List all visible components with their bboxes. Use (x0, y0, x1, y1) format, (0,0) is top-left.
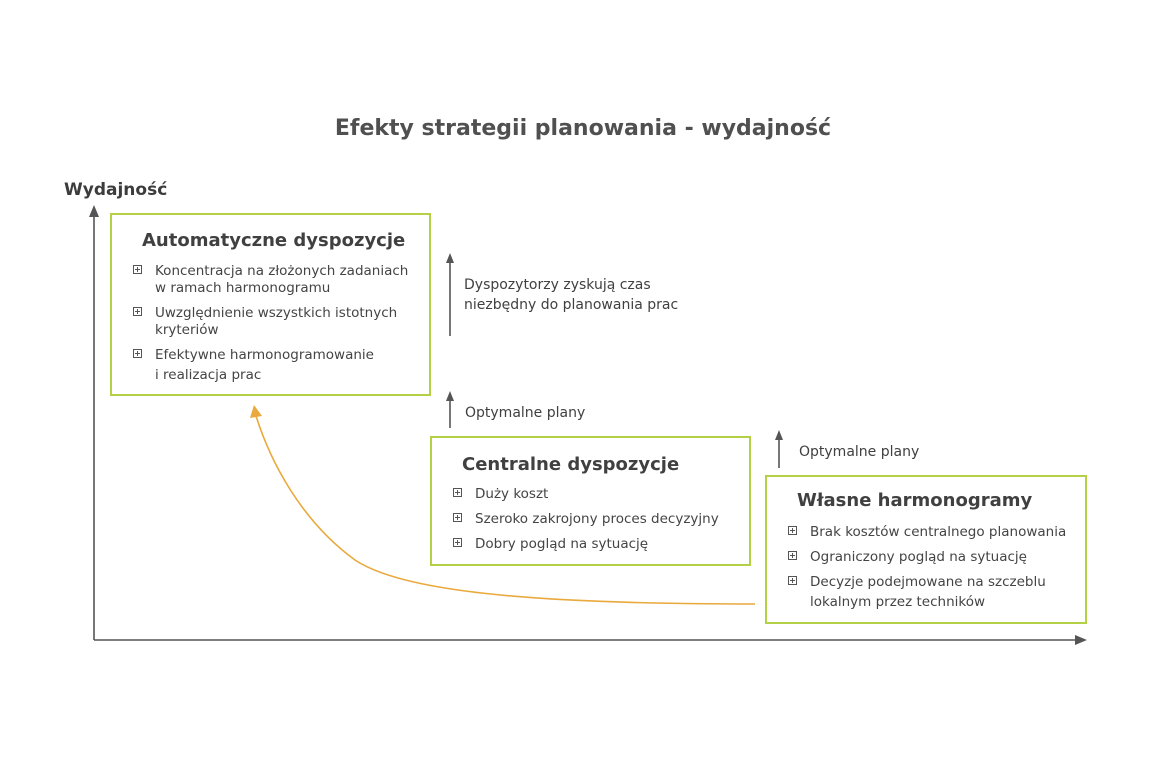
dispatchers-arrowhead (446, 253, 454, 263)
progress-curve (255, 415, 756, 605)
central-dispatch-box: Centralne dyspozycje Duży koszt Szeroko … (430, 436, 751, 566)
list-item: Ograniczony pogląd na sytuację (788, 549, 1066, 566)
own-schedules-box: Własne harmonogramy Brak kosztów central… (765, 475, 1087, 624)
plus-icon (788, 551, 797, 560)
diagram-title: Efekty strategii planowania - wydajność (334, 116, 832, 141)
own-schedules-title: Własne harmonogramy (797, 490, 1033, 511)
list-item: Dobry pogląd na sytuację (453, 536, 719, 553)
list-item: Duży koszt (453, 486, 719, 503)
automatic-dispatch-box: Automatyczne dyspozycje Koncentracja na … (110, 213, 431, 396)
central-dispatch-list: Duży koszt Szeroko zakrojony proces decy… (453, 486, 719, 553)
list-item: Brak kosztów centralnego planowania (788, 524, 1066, 541)
y-axis-label: Wydajność (64, 180, 168, 200)
own-schedules-list: Brak kosztów centralnego planowania Ogra… (788, 524, 1066, 610)
dispatchers-note: Dyspozytorzy zyskują czas niezbędny do p… (464, 277, 679, 313)
central-dispatch-title: Centralne dyspozycje (462, 454, 680, 475)
plus-icon (133, 265, 142, 274)
progress-curve-arrowhead (250, 405, 262, 418)
optimal-plans-note-1: Optymalne plany (465, 405, 586, 421)
optimal-plans-note-2: Optymalne plany (799, 444, 920, 460)
plus-icon (788, 526, 797, 535)
plus-icon (788, 576, 797, 585)
plus-icon (133, 349, 142, 358)
plus-icon (453, 538, 462, 547)
plus-icon (133, 307, 142, 316)
plus-icon (453, 513, 462, 522)
x-axis-arrowhead (1075, 635, 1087, 645)
automatic-dispatch-title: Automatyczne dyspozycje (142, 230, 406, 251)
optimal-arrowhead-1 (446, 391, 454, 401)
list-item: Szeroko zakrojony proces decyzyjny (453, 511, 719, 528)
optimal-arrowhead-2 (775, 430, 783, 440)
plus-icon (453, 488, 462, 497)
y-axis-arrowhead (89, 205, 99, 217)
